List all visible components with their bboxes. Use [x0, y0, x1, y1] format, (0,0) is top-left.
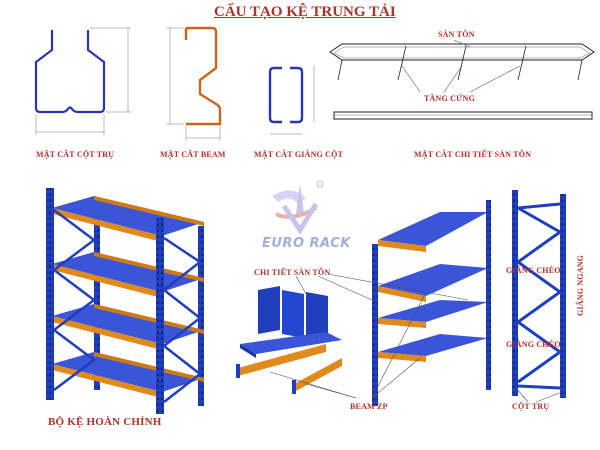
beam-zp-label: BEAM ZP [350, 402, 388, 411]
column-label: CỘT TRỤ [512, 402, 550, 411]
logo-wordmark: EURO RACK [262, 236, 351, 251]
euro-rack-logo-icon [272, 180, 324, 235]
partial-rack-illustration [372, 200, 491, 406]
diagonal-brace-label-bottom: GIẰNG CHÉO [506, 340, 561, 349]
stiffener-label: TĂNG CỨNG [424, 94, 476, 103]
leader-lines [269, 273, 563, 403]
deck-sheet-drawing [329, 39, 595, 120]
column-profile-label: MẶT CẮT CỘT TRỤ [36, 150, 115, 159]
horizontal-brace-label: GIẰNG NGANG [576, 254, 585, 316]
deck-detail-section-label: MẶT CẮT CHI TIẾT SÀN TÔN [414, 150, 532, 159]
beam-profile-label: MẶT CẮT BEAM [160, 150, 226, 159]
complete-rack-illustration [46, 188, 204, 414]
complete-rack-label: BỘ KỆ HOÀN CHỈNH [48, 416, 162, 428]
deck-sheet-label: SÀN TÔN [438, 30, 475, 39]
diagonal-brace-label-top: GIẰNG CHÉO [506, 266, 561, 275]
deck-detail-label: CHI TIẾT SÀN TÔN [254, 268, 331, 277]
brace-profile-drawing [268, 66, 315, 135]
beam-zp-exploded [236, 344, 342, 394]
column-profile-drawing [34, 27, 131, 135]
upright-frame-illustration [512, 190, 566, 398]
page-title: CẤU TẠO KỆ TRUNG TẢI [214, 4, 396, 20]
beam-profile-drawing [166, 26, 222, 141]
brace-profile-label: MẶT CẮT GIẰNG CỘT [254, 150, 344, 159]
deck-panels-exploded [240, 286, 342, 358]
